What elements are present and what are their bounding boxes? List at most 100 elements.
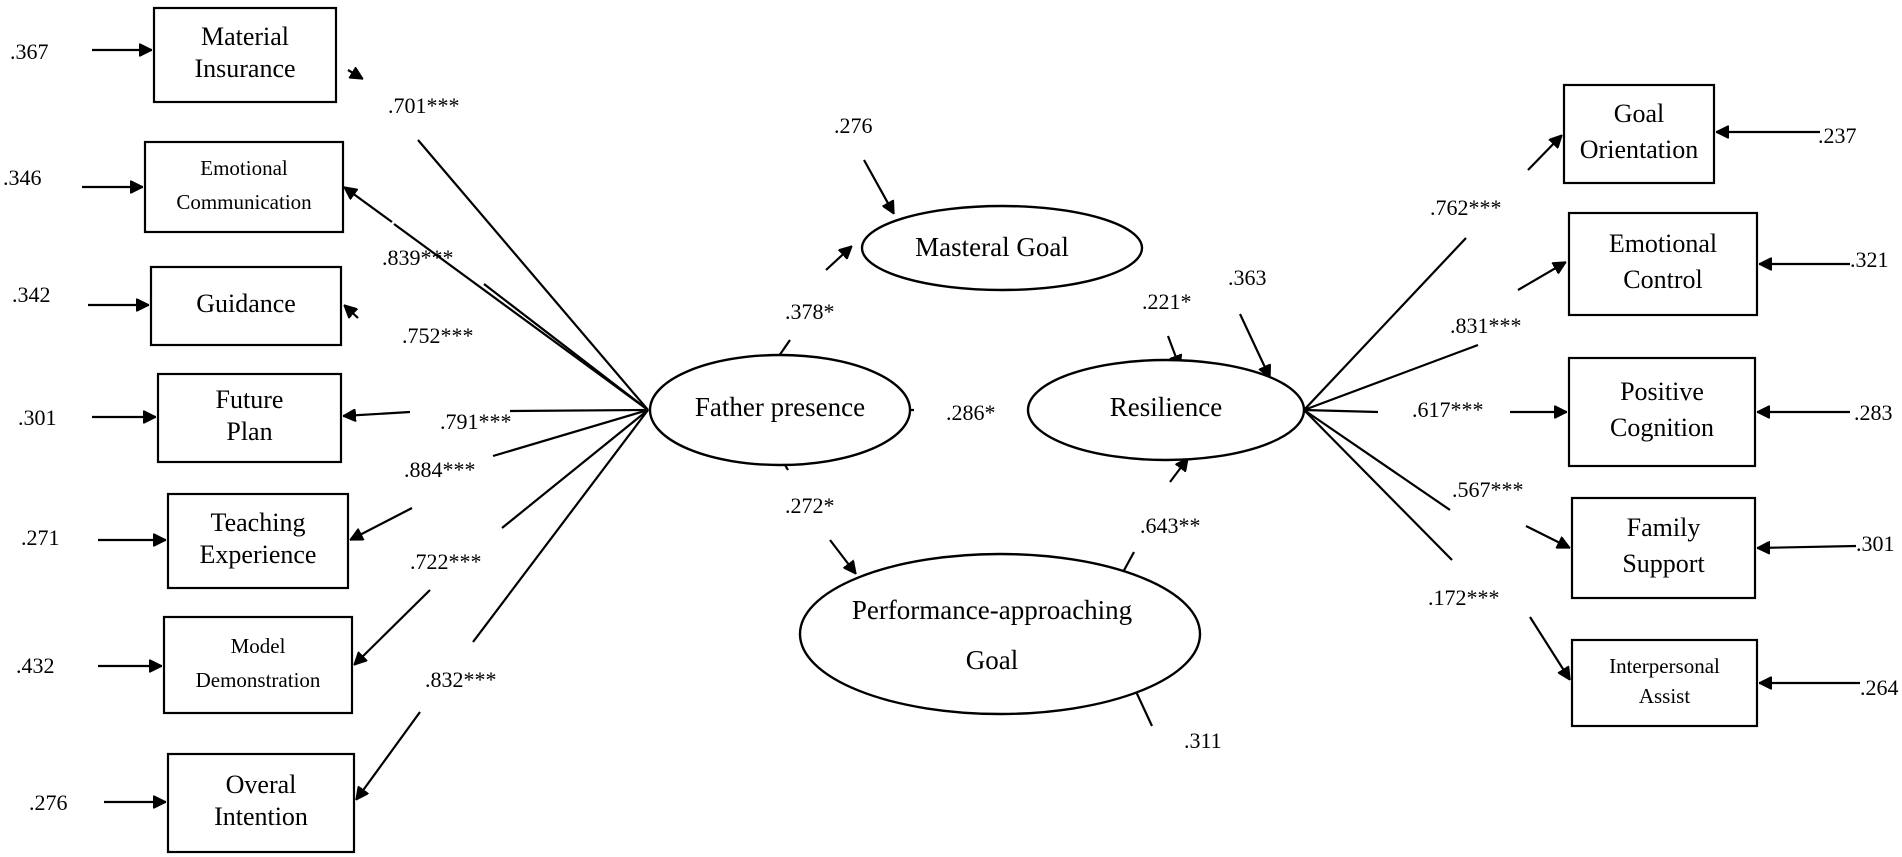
father-presence-label: Father presence <box>695 392 865 422</box>
error-resilience: .363 <box>1228 265 1267 290</box>
box-label-positive-cognition-line-2: Cognition <box>1610 413 1714 442</box>
loading-line-positive-cognition <box>1303 408 1379 414</box>
loading-line-material-insurance <box>417 139 649 411</box>
error-teaching-experience: .271 <box>21 525 60 550</box>
box-label-model-demonstration-line-2: Demonstration <box>196 668 321 692</box>
loading-line-model-demonstration <box>501 409 649 529</box>
loading-emotional-communication: .839*** <box>382 245 454 270</box>
loading-arrow-emotional-control <box>1517 261 1566 291</box>
error-performance-goal: .311 <box>1184 728 1222 753</box>
masteral-goal-ellipse <box>860 204 1144 292</box>
error-guidance: .342 <box>12 282 51 307</box>
box-future-plan <box>156 372 343 464</box>
loading-arrow-material-insurance <box>347 70 363 80</box>
box-label-positive-cognition-line-1: Positive <box>1620 377 1704 406</box>
box-positive-cognition <box>1567 356 1757 468</box>
box-emotional-control <box>1567 211 1759 317</box>
box-model-demonstration <box>162 615 354 715</box>
loading-line-family-support <box>1303 409 1451 511</box>
path-masteral-resilience: .221* <box>1142 289 1192 314</box>
box-label-family-support-line-1: Family <box>1627 513 1701 542</box>
box-label-model-demonstration-line-1: Model <box>231 634 286 658</box>
loading-model-demonstration: .722*** <box>410 549 482 574</box>
box-label-emotional-control-line-1: Emotional <box>1609 229 1717 258</box>
box-label-material-insurance-line-2: Insurance <box>194 54 295 83</box>
error-emotional-communication: .346 <box>3 165 42 190</box>
box-label-overal-intention-line-1: Overal <box>226 770 297 799</box>
error-future-plan: .301 <box>18 405 57 430</box>
performance-goal-label-line-2: Goal <box>966 645 1018 675</box>
loading-arrow-teaching-experience <box>350 507 413 541</box>
error-masteral-goal: .276 <box>834 113 873 138</box>
error-goal-orientation: .237 <box>1818 123 1857 148</box>
box-overal-intention <box>166 752 356 854</box>
loading-overal-intention: .832*** <box>425 667 497 692</box>
loading-guidance: .752*** <box>402 323 474 348</box>
loading-line-guidance <box>483 283 649 411</box>
error-arrow-resilience <box>1239 313 1270 378</box>
loading-material-insurance: .701*** <box>388 93 460 118</box>
error-arrow-family-support <box>1757 546 1857 548</box>
box-label-future-plan-line-1: Future <box>216 385 284 414</box>
error-material-insurance: .367 <box>10 39 49 64</box>
father-presence-ellipse <box>648 353 912 467</box>
loading-emotional-control: .831*** <box>1450 313 1522 338</box>
loading-line-teaching-experience <box>492 408 649 458</box>
performance-goal-label-line-1: Performance-approaching <box>852 595 1132 625</box>
box-interpersonal-assist <box>1570 638 1759 728</box>
loading-line-emotional-communication <box>393 223 649 411</box>
resilience-label: Resilience <box>1110 392 1222 422</box>
box-label-overal-intention-line-2: Intention <box>214 802 308 831</box>
path-father-performance: .272* <box>785 493 835 518</box>
error-interpersonal-assist: .264 <box>1860 675 1899 700</box>
box-teaching-experience <box>166 492 350 590</box>
loading-arrow-goal-orientation <box>1527 135 1562 171</box>
box-label-teaching-experience-line-2: Experience <box>200 540 317 569</box>
loading-future-plan: .791*** <box>440 409 512 434</box>
box-label-future-plan-line-2: Plan <box>226 417 272 446</box>
error-emotional-control: .321 <box>1850 247 1889 272</box>
box-label-emotional-control-line-2: Control <box>1623 265 1702 294</box>
box-label-material-insurance-line-1: Material <box>201 22 289 51</box>
path-performance-resilience-arrow <box>1169 458 1189 483</box>
loading-arrow-family-support <box>1525 525 1570 549</box>
loading-line-goal-orientation <box>1303 237 1467 411</box>
loading-line-interpersonal-assist <box>1303 409 1453 561</box>
loading-family-support: .567*** <box>1452 477 1524 502</box>
loading-arrow-guidance <box>344 305 359 319</box>
box-label-family-support-line-2: Support <box>1622 549 1705 578</box>
resilience-ellipse <box>1026 358 1306 462</box>
loading-teaching-experience: .884*** <box>404 457 476 482</box>
box-label-guidance-line-1: Guidance <box>196 289 296 318</box>
box-family-support <box>1570 496 1757 600</box>
loading-arrow-emotional-communication <box>344 186 393 223</box>
box-label-interpersonal-assist-line-1: Interpersonal <box>1609 654 1720 678</box>
loading-arrow-future-plan <box>343 412 411 416</box>
path-father-resilience: .286* <box>946 400 996 425</box>
edges-layer <box>82 50 1860 802</box>
error-family-support: .301 <box>1856 531 1895 556</box>
loading-line-overal-intention <box>472 409 649 643</box>
path-father-masteral-arrow <box>825 246 852 271</box>
loading-arrow-interpersonal-assist <box>1529 616 1571 680</box>
path-father-masteral: .378* <box>785 299 835 324</box>
loading-arrow-overal-intention <box>355 711 421 800</box>
error-arrow-masteral-goal <box>863 159 895 214</box>
box-guidance <box>149 265 343 347</box>
box-label-emotional-communication-line-2: Communication <box>176 190 312 214</box>
path-performance-resilience: .643** <box>1140 513 1201 538</box>
box-material-insurance <box>152 6 338 104</box>
box-emotional-communication <box>143 140 345 234</box>
nodes-layer <box>143 6 1759 854</box>
loading-interpersonal-assist: .172*** <box>1428 585 1500 610</box>
loading-positive-cognition: .617*** <box>1412 397 1484 422</box>
loading-goal-orientation: .762*** <box>1430 195 1502 220</box>
loading-line-emotional-control <box>1303 343 1479 412</box>
labels-layer: MaterialInsurance.367.701***EmotionalCom… <box>3 22 1899 831</box>
box-label-emotional-communication-line-1: Emotional <box>200 156 288 180</box>
error-overal-intention: .276 <box>29 790 68 815</box>
loading-line-future-plan <box>509 408 649 413</box>
error-positive-cognition: .283 <box>1854 400 1893 425</box>
box-label-interpersonal-assist-line-2: Assist <box>1639 684 1691 708</box>
